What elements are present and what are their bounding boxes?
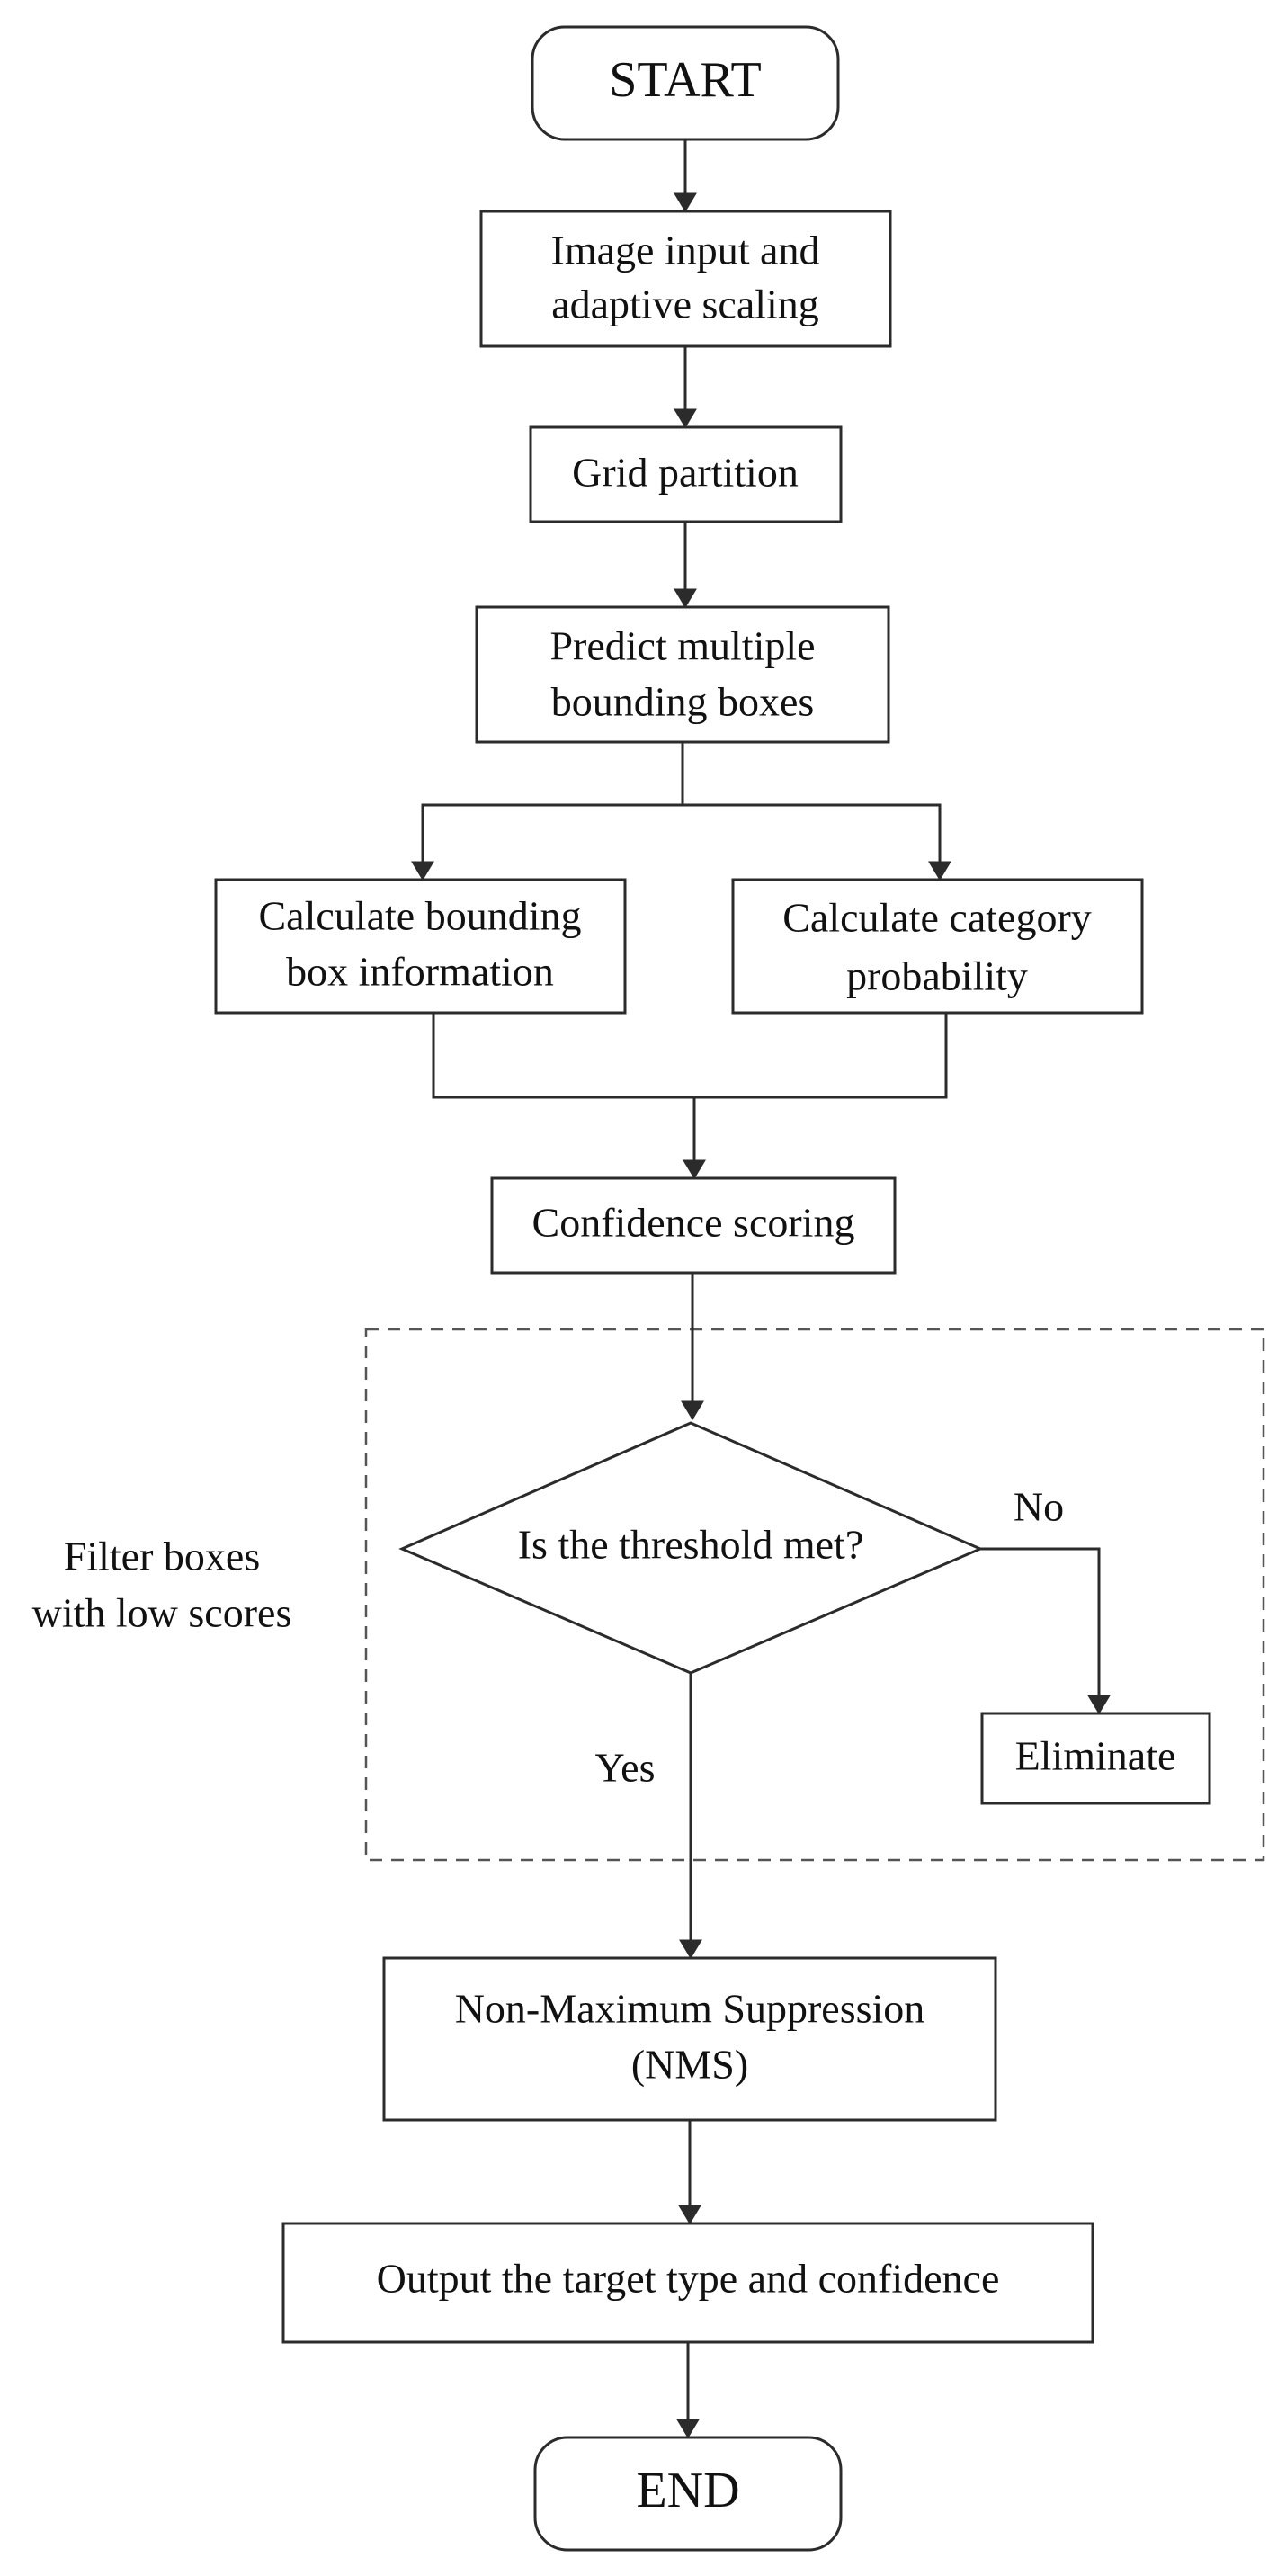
eliminate-label: Eliminate xyxy=(1015,1733,1176,1779)
calc-category-label-line2: probability xyxy=(846,953,1028,999)
nms-label-line1: Non-Maximum Suppression xyxy=(455,1986,925,2032)
calc-category-label-line1: Calculate category xyxy=(782,895,1092,941)
image-input-box xyxy=(479,210,892,348)
yes-label: Yes xyxy=(595,1745,656,1791)
predict-boxes-label-line1: Predict multiple xyxy=(549,623,815,669)
arrow-decision-to-eliminate xyxy=(980,1547,1111,1715)
image-input-label-line1: Image input and xyxy=(551,228,820,273)
threshold-decision-label: Is the threshold met? xyxy=(518,1522,864,1568)
confidence-scoring-label: Confidence scoring xyxy=(532,1200,855,1246)
filter-group-boundary xyxy=(364,1328,1265,1862)
no-label: No xyxy=(1014,1484,1064,1530)
confidence-scoring-box xyxy=(490,1176,897,1275)
predict-boxes-box xyxy=(475,605,890,744)
filter-group-label-line2: with low scores xyxy=(32,1590,292,1636)
nms-label-line2: (NMS) xyxy=(631,2042,748,2088)
end-label: END xyxy=(636,2463,739,2518)
grid-partition-label: Grid partition xyxy=(572,450,799,496)
image-input-label-line2: adaptive scaling xyxy=(551,282,819,327)
eliminate-box xyxy=(980,1712,1211,1805)
nms-box xyxy=(382,1956,997,2122)
calc-bbox-box xyxy=(214,878,627,1015)
start-label: START xyxy=(609,52,762,108)
merge-connector xyxy=(432,1013,948,1099)
calc-bbox-label-line1: Calculate bounding xyxy=(259,893,582,939)
predict-boxes-label-line2: bounding boxes xyxy=(551,679,815,725)
filter-group-label-line1: Filter boxes xyxy=(64,1534,260,1579)
calc-bbox-label-line2: box information xyxy=(286,949,554,995)
arrow-predict-to-bbox xyxy=(411,742,684,881)
arrow-predict-to-category xyxy=(683,803,951,881)
output-label: Output the target type and confidence xyxy=(377,2256,1000,2302)
end-terminal xyxy=(533,2436,843,2552)
calc-category-box xyxy=(731,878,1144,1015)
